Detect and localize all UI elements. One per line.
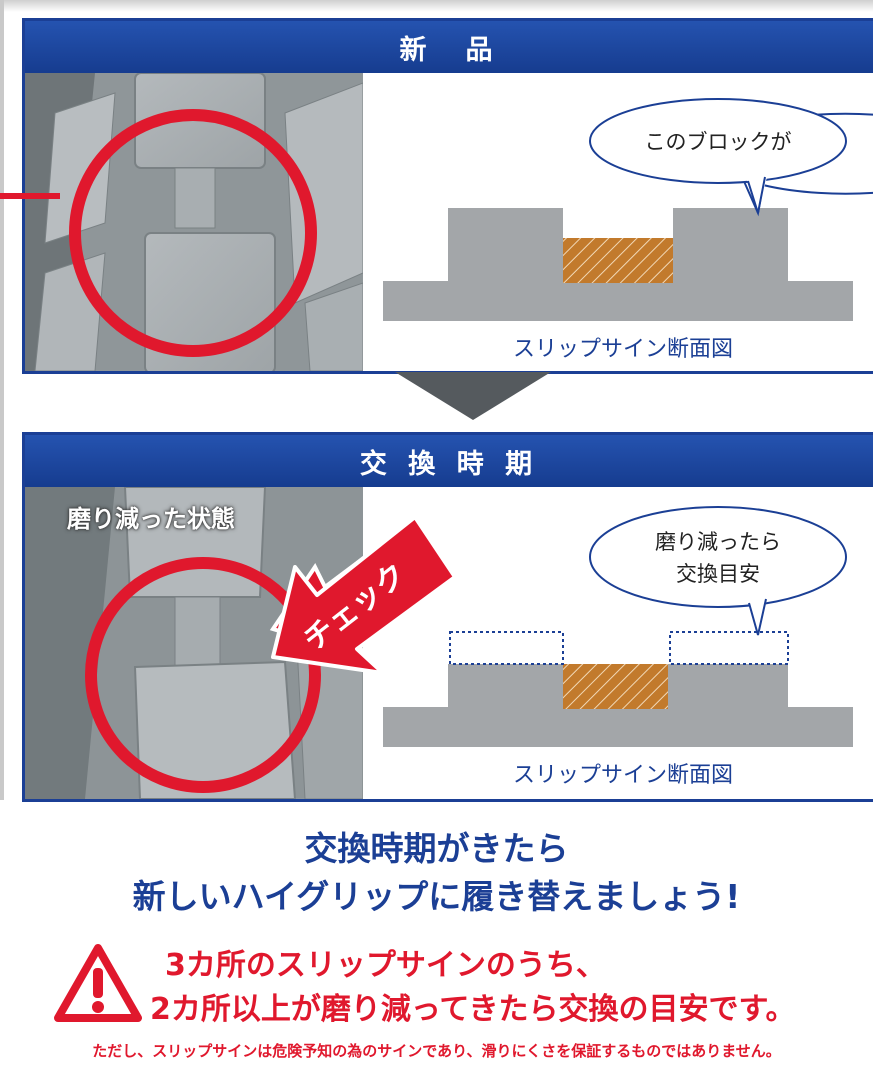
worn-bubble-line1: 磨り減ったら xyxy=(655,530,781,554)
down-triangle-arrow-icon xyxy=(395,372,551,420)
worn-photo-label: 磨り減った状態 xyxy=(67,505,235,533)
worn-cross-section: 磨り減ったら 交換目安 スリップサイン断面図 xyxy=(363,487,873,799)
worn-bubble-line2: 交換目安 xyxy=(676,562,760,586)
warning-triangle-icon xyxy=(54,944,142,1022)
worn-cross-section-diagram xyxy=(383,506,853,747)
worn-slip-sign xyxy=(563,664,668,709)
new-cross-section: このブロックが スリップサイン断面図 xyxy=(363,73,873,371)
warning-line1: 3カ所のスリップサインのうち、 xyxy=(165,948,606,983)
worn-panel-title: 交 換 時 期 xyxy=(25,435,873,487)
worn-right-outline xyxy=(669,631,789,665)
left-block xyxy=(448,208,563,283)
right-block xyxy=(673,208,788,283)
base-layer xyxy=(383,281,853,321)
top-shade xyxy=(0,0,873,12)
headline-line1: 交換時期がきたら xyxy=(304,829,569,868)
new-tread-illustration xyxy=(25,73,363,371)
new-section-caption: スリップサイン断面図 xyxy=(512,337,733,362)
new-panel-body: このブロックが スリップサイン断面図 xyxy=(25,73,873,371)
worn-section-caption: スリップサイン断面図 xyxy=(512,763,733,788)
new-tire-panel: 新 品 xyxy=(22,18,873,374)
worn-base-layer xyxy=(383,707,853,747)
worn-right-block xyxy=(668,664,788,709)
check-arrow-overlay: チェック xyxy=(271,515,457,675)
new-bubble-text: このブロックが xyxy=(644,130,792,154)
red-pointer-line xyxy=(0,193,60,199)
worn-panel-body: 磨り減った状態 チェック xyxy=(25,487,873,799)
worn-tire-panel: 交 換 時 期 磨り減った状態 チェック xyxy=(22,432,873,802)
left-frame-line xyxy=(0,0,4,800)
new-panel-title: 新 品 xyxy=(25,21,873,73)
new-tread-photo xyxy=(25,73,363,371)
headline-line2: 新しいハイグリップに履き替えましょう! xyxy=(132,877,741,916)
warning-line2: 2カ所以上が磨り減ってきたら交換の目安です。 xyxy=(150,992,796,1027)
worn-left-outline xyxy=(449,631,564,665)
disclaimer-text: ただし、スリップサインは危険予知の為のサインであり、滑りにくさを保証するものでは… xyxy=(92,1042,781,1060)
worn-left-block xyxy=(448,664,563,709)
new-cross-section-diagram xyxy=(383,98,873,321)
slip-sign xyxy=(563,238,673,283)
